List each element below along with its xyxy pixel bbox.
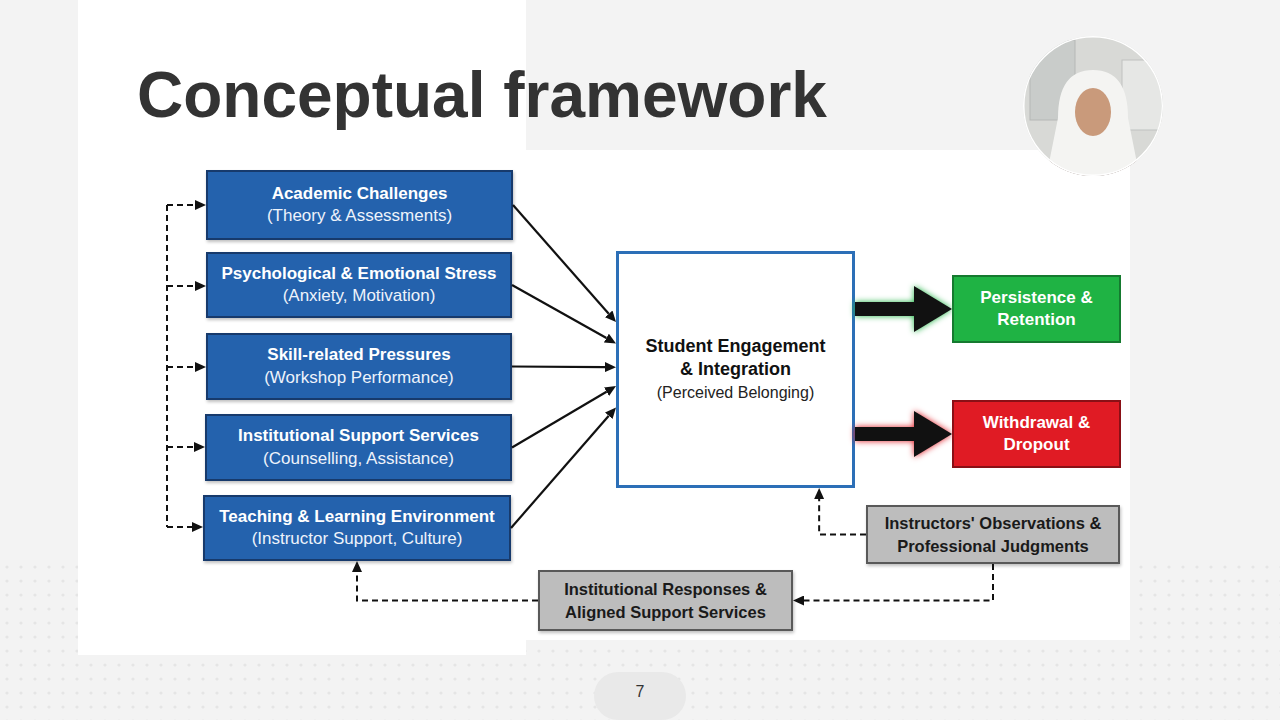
flow-arrow (512, 392, 607, 448)
box-subtitle: (Instructor Support, Culture) (252, 528, 463, 550)
factor-box: Teaching & Learning Environment(Instruct… (203, 495, 511, 561)
page-number: 7 (620, 682, 660, 701)
box-heading: Withdrawal & Dropout (964, 412, 1109, 456)
box-heading: Teaching & Learning Environment (219, 506, 495, 528)
photo-face (1075, 88, 1111, 136)
factor-box: Skill-related Pressures(Workshop Perform… (206, 333, 512, 400)
page-number-pill (594, 672, 686, 720)
feedback-arrow (357, 572, 538, 601)
box-heading: Skill-related Pressures (267, 344, 450, 366)
bracket-arrow (167, 204, 195, 206)
bracket-arrow (167, 526, 192, 528)
bracket-arrow (167, 366, 195, 368)
box-heading: Institutional Responses & Aligned Suppor… (548, 578, 783, 623)
flow-arrow (513, 205, 609, 314)
photo-frame (1023, 36, 1163, 176)
box-subtitle: (Perceived Belonging) (657, 383, 814, 404)
box-heading: Institutional Support Services (238, 425, 479, 447)
factor-box: Psychological & Emotional Stress(Anxiety… (206, 252, 512, 318)
feedback-box: Institutional Responses & Aligned Suppor… (538, 570, 793, 631)
feedback-arrow (804, 564, 993, 601)
diagram-panel (150, 150, 1130, 640)
bracket-arrow (167, 446, 194, 448)
photo-hijab (1046, 70, 1140, 178)
presenter-photo (1020, 30, 1170, 240)
outcome-box: Persistence & Retention (952, 275, 1121, 343)
flow-arrow (511, 416, 609, 528)
box-heading: Student Engagement & Integration (641, 335, 831, 382)
box-heading: Instructors' Observations & Professional… (876, 512, 1111, 557)
outcome-box: Withdrawal & Dropout (952, 400, 1121, 468)
feedback-arrow (819, 499, 866, 535)
central-box: Student Engagement & Integration(Perceiv… (616, 251, 855, 488)
box-subtitle: (Theory & Assessments) (267, 205, 452, 227)
outcome-arrow (855, 427, 914, 441)
box-heading: Psychological & Emotional Stress (222, 263, 497, 285)
photo-wall (1020, 30, 1170, 180)
box-heading: Academic Challenges (272, 183, 448, 205)
outcome-arrow (855, 302, 914, 316)
bracket-arrow (167, 285, 195, 287)
flow-arrow (512, 285, 606, 338)
slide-title: Conceptual framework (137, 63, 827, 127)
box-subtitle: (Counselling, Assistance) (263, 448, 454, 470)
feedback-bracket (167, 205, 195, 527)
box-heading: Persistence & Retention (964, 287, 1109, 331)
flow-arrow (512, 365, 605, 368)
box-subtitle: (Anxiety, Motivation) (283, 285, 436, 307)
feedback-box: Instructors' Observations & Professional… (866, 505, 1120, 564)
box-subtitle: (Workshop Performance) (264, 367, 454, 389)
bracket-line (166, 205, 168, 527)
factor-box: Academic Challenges(Theory & Assessments… (206, 170, 513, 240)
factor-box: Institutional Support Services(Counselli… (205, 414, 512, 481)
